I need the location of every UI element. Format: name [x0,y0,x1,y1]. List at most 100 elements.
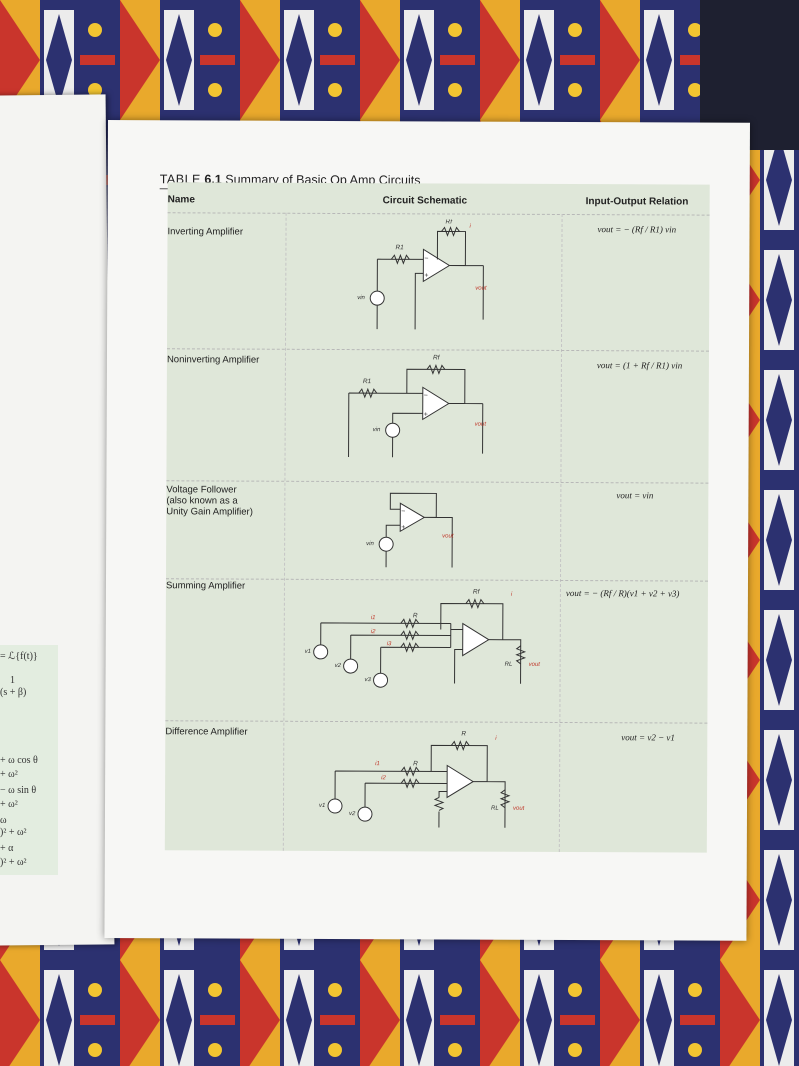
formula-fragment: + ω² [0,799,18,810]
resistor-r [400,641,420,653]
name-line: Unity Gain Amplifier) [166,506,253,518]
label-rf: Rf [433,354,441,361]
label-i2: i2 [371,629,376,635]
label-r: R [461,731,466,738]
label-rf: Rf [446,219,454,226]
relation-inverting: vout = − (Rf / R1) vin [597,224,677,235]
formula-fragment: )² + ω² [0,857,27,868]
svg-text:+: + [424,411,428,418]
formula-fragment: + ω cos θ [0,755,38,766]
row-name-inverting: Inverting Amplifier [167,226,244,238]
formula-fragment: = ℒ{f(t)} [0,651,38,662]
svg-text:−: − [424,255,428,262]
header-divider [167,212,710,216]
column-divider [282,212,287,851]
relation-summing: vout = − (Rf / R)(v1 + v2 + v3) [565,588,680,599]
resistor-r [433,797,445,811]
voltage-source [378,536,394,552]
row-name-summing: Summing Amplifier [165,580,246,592]
label-i3: i3 [387,641,392,647]
svg-text:−: − [401,508,405,515]
op-amp-summary-table: Name Circuit Schematic Input-Output Rela… [164,182,710,853]
resistor-r [400,777,420,789]
wire [385,492,453,568]
formula-fragment: ω [0,815,7,826]
row-name-difference: Difference Amplifier [165,726,248,738]
resistor-rf [465,598,485,610]
label-vout: vout [475,286,487,292]
label-r: R [413,612,418,619]
label-v2: v2 [349,811,356,817]
resistor-rl [499,789,511,809]
row-name-voltage-follower: Voltage Follower (also known as a Unity … [166,484,253,517]
voltage-source-v1 [313,644,329,660]
relation-noninverting: vout = (1 + Rf / R1) vin [596,360,683,371]
row-divider [166,480,709,484]
voltage-source [385,422,401,438]
voltage-follower-schematic: − + vin vout [366,492,454,568]
difference-amplifier-schematic: v1 v2 R R RL vout i1 i2 i [319,731,525,828]
resistor-r1 [390,253,410,265]
label-v2: v2 [335,663,342,669]
label-i1: i1 [371,615,376,621]
op-amp-symbol [422,386,450,421]
voltage-source-v1 [327,798,343,814]
label-rf: Rf [473,589,481,596]
label-v1: v1 [319,803,325,809]
svg-text:+: + [424,272,428,279]
label-vout: vout [529,662,541,668]
resistor-r [400,617,420,629]
resistor-rl [515,645,527,665]
formula-fragment: )² + ω² [0,827,27,838]
wire [376,230,484,330]
row-divider [167,348,709,352]
svg-text:−: − [424,392,428,399]
header-schematic: Circuit Schematic [382,195,468,207]
label-i1: i1 [375,761,380,767]
voltage-source-v2 [357,806,373,822]
row-divider [165,720,708,724]
voltage-source [369,290,385,306]
noninverting-amplifier-schematic: − + vin R1 Rf vout [348,354,487,458]
wire [348,368,484,458]
formula-fragment: + α [0,843,14,854]
left-page-formula-strip: = ℒ{f(t)} 1 (s + β) + ω cos θ + ω² − ω s… [0,645,58,875]
formula-fragment: (s + β) [0,687,27,698]
op-amp-symbol [462,622,490,657]
resistor-rf [441,226,460,237]
label-vout: vout [442,533,454,539]
resistor-r [450,740,470,751]
resistor-r [400,629,420,641]
row-name-noninverting: Noninverting Amplifier [166,354,260,366]
label-v3: v3 [365,677,372,683]
formula-fragment: − ω sin θ [0,785,37,796]
formula-fragment: 1 [10,675,15,686]
op-amp-symbol [399,502,426,533]
op-amp-symbol [446,764,475,799]
book-page: TABLE 6.1 Summary of Basic Op Amp Circui… [104,120,750,941]
label-rl: RL [491,806,499,812]
formula-fragment: + ω² [0,769,18,780]
label-rl: RL [505,662,513,668]
svg-text:+: + [401,524,405,531]
label-vin: vin [373,427,381,433]
row-divider [165,578,708,582]
label-i: i [470,224,472,230]
label-i: i [495,736,497,742]
op-amp-symbol [422,248,451,283]
column-divider [558,213,563,852]
name-line: (also known as a [166,495,238,507]
label-r: R [413,760,418,767]
label-i: i [511,592,513,598]
inverting-amplifier-schematic: − + vin R1 Rf vout i [357,219,487,330]
label-i2: i2 [381,775,386,781]
voltage-source-v2 [343,658,359,674]
relation-voltage-follower: vout = vin [616,490,654,501]
relation-difference: vout = v2 − v1 [621,732,675,743]
resistor-r [400,765,420,777]
label-vout: vout [475,422,487,428]
header-relation: Input-Output Relation [585,196,689,208]
label-r1: R1 [363,378,372,385]
label-vin: vin [366,541,374,547]
label-r1: R1 [395,244,404,251]
